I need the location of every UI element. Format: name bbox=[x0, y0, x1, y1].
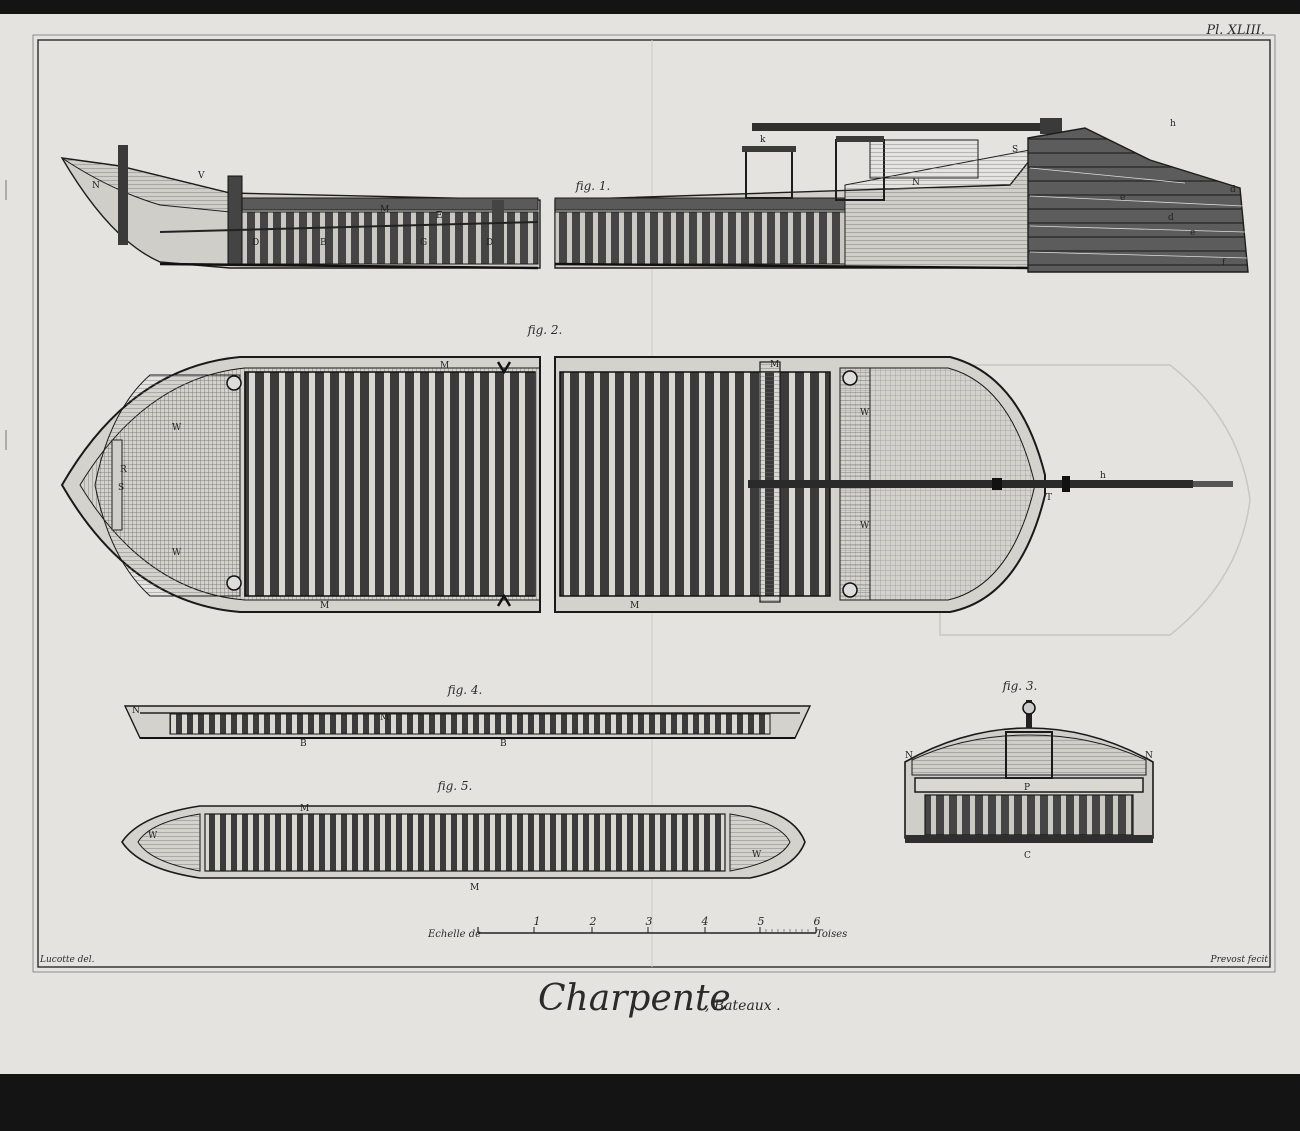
scale-bar: Echelle de Toises 1 2 3 4 5 6 bbox=[427, 915, 847, 940]
scale-label-left: Echelle de bbox=[427, 929, 481, 940]
scale-tick-5: 5 bbox=[758, 915, 765, 928]
svg-text:h: h bbox=[1100, 471, 1106, 481]
svg-text:e: e bbox=[1190, 228, 1195, 238]
svg-text:D: D bbox=[486, 238, 493, 248]
bottom-dark-band bbox=[0, 1074, 1300, 1131]
svg-text:B: B bbox=[500, 739, 507, 749]
svg-text:N: N bbox=[905, 751, 913, 761]
svg-text:C: C bbox=[1024, 851, 1031, 861]
svg-text:h: h bbox=[1170, 119, 1176, 129]
svg-text:M: M bbox=[770, 360, 779, 370]
svg-text:B: B bbox=[300, 739, 307, 749]
fig5-caption: fig. 5. bbox=[437, 779, 473, 793]
fig4-caption: fig. 4. bbox=[447, 683, 483, 697]
scale-tick-4: 4 bbox=[701, 915, 709, 928]
svg-text:P: P bbox=[1024, 783, 1030, 793]
svg-text:M: M bbox=[440, 361, 449, 371]
svg-text:W: W bbox=[860, 408, 870, 418]
svg-text:R: R bbox=[120, 465, 127, 475]
svg-text:N: N bbox=[912, 178, 920, 188]
svg-text:e: e bbox=[1120, 193, 1125, 203]
plate-subtitle: , Bateaux . bbox=[705, 998, 781, 1014]
fig4-elevation: fig. 4. N M B B bbox=[123, 683, 812, 749]
svg-text:W: W bbox=[148, 831, 158, 841]
svg-text:W: W bbox=[752, 850, 762, 860]
scale-label-right: Toises bbox=[816, 929, 847, 940]
svg-text:S: S bbox=[118, 483, 124, 493]
svg-text:D: D bbox=[252, 238, 259, 248]
scale-tick-1: 1 bbox=[534, 915, 541, 928]
svg-text:M: M bbox=[630, 601, 639, 611]
fig1-side-section: fig. 1. N V M E D B G D bbox=[60, 118, 1249, 273]
fig2-caption: fig. 2. bbox=[527, 323, 563, 337]
fig3-caption: fig. 3. bbox=[1002, 679, 1038, 693]
svg-text:E: E bbox=[436, 211, 443, 221]
svg-text:W: W bbox=[860, 521, 870, 531]
svg-text:d: d bbox=[1230, 185, 1236, 195]
svg-text:G: G bbox=[420, 238, 427, 248]
svg-text:W: W bbox=[172, 423, 182, 433]
plate-number: Pl. XLIII. bbox=[1205, 23, 1265, 38]
plate-border bbox=[37, 39, 1271, 968]
svg-text:k: k bbox=[760, 135, 766, 145]
fig1-caption: fig. 1. bbox=[575, 179, 611, 193]
scale-tick-2: 2 bbox=[589, 915, 597, 928]
credit-drawn-by: Lucotte del. bbox=[39, 955, 95, 965]
svg-text:M: M bbox=[320, 601, 329, 611]
svg-text:N: N bbox=[92, 181, 100, 191]
svg-text:M: M bbox=[380, 205, 389, 215]
svg-text:B: B bbox=[320, 238, 327, 248]
svg-text:f: f bbox=[1222, 258, 1226, 268]
scale-tick-6: 6 bbox=[814, 915, 821, 928]
top-dark-band bbox=[0, 0, 1300, 14]
svg-text:N: N bbox=[132, 706, 140, 716]
svg-text:M: M bbox=[470, 883, 479, 893]
scale-tick-3: 3 bbox=[646, 915, 653, 928]
svg-text:W: W bbox=[172, 548, 182, 558]
credit-engraved-by: Prevost fecit bbox=[1210, 955, 1269, 965]
svg-text:N: N bbox=[1145, 751, 1153, 761]
fig5-plan: fig. 5. W W M M bbox=[121, 779, 806, 893]
svg-text:M: M bbox=[300, 804, 309, 814]
svg-text:T: T bbox=[1046, 493, 1052, 503]
svg-text:S: S bbox=[1012, 145, 1018, 155]
fig3-cross-section: fig. 3. N N P C bbox=[904, 679, 1154, 861]
svg-text:V: V bbox=[197, 171, 205, 181]
svg-text:M: M bbox=[380, 713, 389, 723]
svg-text:d: d bbox=[1168, 213, 1174, 223]
fig2-plan-view: fig. 2. W W RS M M M M hT W W bbox=[60, 323, 1251, 636]
plate-title: Charpente bbox=[538, 978, 731, 1019]
